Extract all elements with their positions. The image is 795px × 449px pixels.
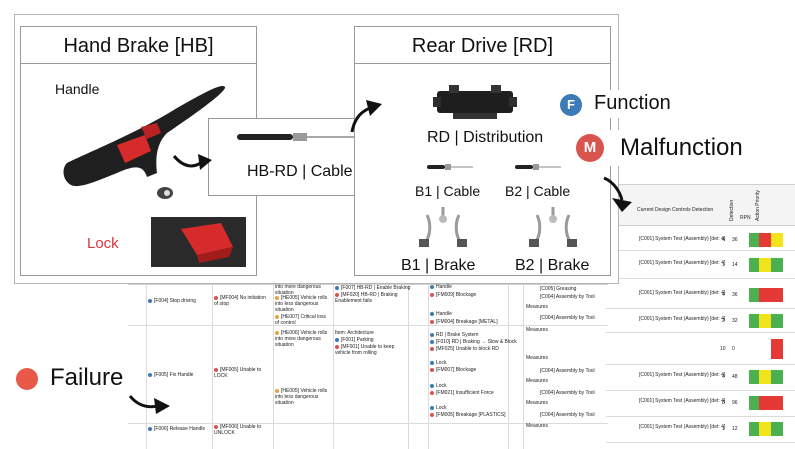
b2-brake-image bbox=[529, 207, 577, 247]
function-label: Function bbox=[594, 92, 671, 114]
malfunction-m006: [MF006] Unable to UNLOCK bbox=[214, 424, 262, 436]
cable-image bbox=[237, 133, 355, 141]
cause-3c: [MF025] Unable to block RD bbox=[430, 346, 499, 352]
cause-6a: Lock bbox=[430, 405, 447, 411]
prevention-5: [C004] Assembly by Tool bbox=[540, 390, 595, 396]
effect-b: [HE005] Vehicle rolls into less dangerou… bbox=[275, 295, 328, 313]
handle-label: Handle bbox=[55, 81, 100, 97]
measures-1: Measures bbox=[526, 304, 548, 310]
function-badge-icon: F bbox=[560, 94, 582, 116]
mid-b1: Item: Architecture bbox=[335, 330, 374, 336]
prevention-1: [C005] Greasing bbox=[540, 286, 577, 292]
effect-d: [HE006] Vehicle rolls into more dangerou… bbox=[275, 330, 328, 348]
distribution-label: RD | Distribution bbox=[427, 129, 544, 146]
measures-6: Measures bbox=[526, 423, 548, 429]
header-detection: Detection bbox=[729, 199, 735, 221]
prevention-2: [C004] Assembly by Tool bbox=[540, 294, 595, 300]
table-row: [C001] System Test (Assembly) [det: 4] 4… bbox=[606, 284, 795, 309]
effect-c: [HE007] Critical loss of control bbox=[275, 314, 327, 326]
cause-3b: [F010] RD | Braking → Slow & Block bbox=[430, 339, 517, 345]
prevention-3: [C004] Assembly by Tool bbox=[540, 315, 595, 321]
malfunction-m005: [MF005] Unable to LOCK bbox=[214, 367, 262, 379]
prevention-4: [C004] Assembly by Tool bbox=[540, 368, 595, 374]
cause-1b: [FM009] Blockage bbox=[430, 292, 476, 298]
measures-5: Measures bbox=[526, 400, 548, 406]
legend-failure: Failure bbox=[16, 362, 136, 394]
lock-closeup-image bbox=[151, 217, 246, 267]
cause-6b: [FM005] Breakage [PLASTICS] bbox=[430, 412, 505, 418]
arrow-cable-to-rd bbox=[350, 100, 382, 133]
hand-brake-title: Hand Brake [HB] bbox=[63, 35, 214, 57]
hb-rd-cable-label: HB-RD | Cable bbox=[247, 163, 353, 180]
rear-drive-title: Rear Drive [RD] bbox=[411, 35, 554, 57]
malfunction-label: Malfunction bbox=[620, 134, 743, 161]
function-f006: [F006] Release Handle bbox=[148, 426, 205, 432]
cause-5b: [FM021] Insufficient Force bbox=[430, 390, 494, 396]
header-rpn: RPN bbox=[740, 215, 751, 221]
cause-4b: [FM007] Blockage bbox=[430, 367, 476, 373]
cause-2b: [FM004] Breakage [METAL] bbox=[430, 319, 498, 325]
arrow-handle-to-cable bbox=[172, 154, 212, 170]
prevention-6: [C004] Assembly by Tool bbox=[540, 412, 595, 418]
table-row: [C001] System Test (Assembly) [det: 4] 8… bbox=[606, 392, 795, 417]
mid-a1: [F007] HB-RD | Enable Braking bbox=[335, 285, 410, 291]
header-priority: Action Priority bbox=[755, 190, 761, 221]
table-row: [C001] System Test (Assembly) [det: 4] 1… bbox=[606, 418, 795, 443]
measures-4: Measures bbox=[526, 378, 548, 384]
distribution-image bbox=[433, 85, 517, 119]
function-f004: [F004] Stop driving bbox=[148, 298, 196, 304]
legend-malfunction: M Malfunction bbox=[576, 130, 766, 166]
table-row: [C001] System Test (Assembly) [det: 4] 1… bbox=[606, 254, 795, 279]
b1-cable-label: B1 | Cable bbox=[415, 183, 481, 199]
cause-2a: Handle bbox=[430, 311, 452, 317]
table-row: 10 0 bbox=[606, 334, 795, 365]
b1-cable-image bbox=[427, 164, 473, 170]
right-rows: [C001] System Test (Assembly) [det: 4] 4… bbox=[606, 224, 795, 448]
b1-brake-image bbox=[419, 207, 467, 247]
effect-e: [HE005] Vehicle rolls into less dangerou… bbox=[275, 388, 328, 406]
header-controls: Current Design Controls Detection bbox=[637, 207, 714, 213]
measures-2: Measures bbox=[526, 327, 548, 333]
arrow-failure-to-table bbox=[128, 395, 170, 414]
table-grid-left bbox=[128, 284, 608, 449]
measures-3: Measures bbox=[526, 355, 548, 361]
table-row: [C001] System Test (Assembly) [det: 4] 4… bbox=[606, 230, 795, 251]
arrow-malfunction-to-table bbox=[603, 176, 632, 212]
effect-a: into more dangerous situation bbox=[275, 284, 321, 296]
b1-brake-label: B1 | Brake bbox=[401, 257, 476, 274]
b2-cable-image bbox=[515, 164, 561, 170]
cause-1a: Handle bbox=[430, 284, 452, 290]
b2-brake-label: B2 | Brake bbox=[515, 257, 590, 274]
rear-drive-box: Rear Drive [RD] RD | Distribution B1 | C… bbox=[354, 26, 611, 276]
table-header: Current Design Controls Detection Detect… bbox=[606, 184, 795, 226]
b2-cable-label: B2 | Cable bbox=[505, 183, 571, 199]
cause-5a: Lock bbox=[430, 383, 447, 389]
cause-4a: Lock bbox=[430, 360, 447, 366]
table-row: [C001] System Test (Assembly) [det: 4] 4… bbox=[606, 366, 795, 391]
failure-dot-icon bbox=[16, 368, 38, 390]
mid-b2: [F001] Parking bbox=[335, 337, 374, 343]
legend-function: F Function bbox=[560, 90, 700, 118]
mid-b3: [MF001] Unable to keep vehicle from roll… bbox=[335, 344, 395, 356]
lock-label: Lock bbox=[87, 235, 119, 252]
failure-label: Failure bbox=[50, 364, 124, 391]
mid-a2: [MF020] HB-RD | Braking Enablement fails bbox=[335, 292, 398, 304]
function-f005: [F005] Fix Handle bbox=[148, 372, 193, 378]
malfunction-badge-icon: M bbox=[576, 134, 604, 162]
cause-3a: RD | Brake System bbox=[430, 332, 478, 338]
hand-brake-lever-image bbox=[63, 85, 226, 199]
malfunction-m004: [MF004] No initiation of stop bbox=[214, 295, 266, 307]
table-row: [C001] System Test (Assembly) [det: 4] 2… bbox=[606, 310, 795, 333]
